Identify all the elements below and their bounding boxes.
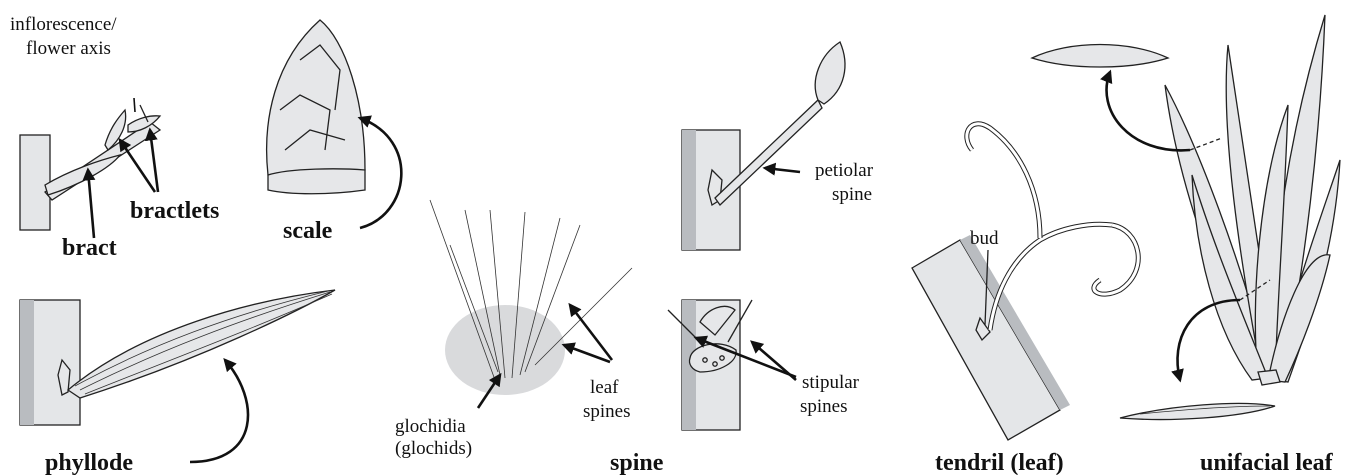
label-petiolar-line2: spine [832,184,872,205]
label-phyllode: phyllode [45,450,133,475]
label-bud: bud [970,228,999,249]
label-stipular-line1: stipular [802,372,860,393]
label-bractlets: bractlets [130,198,219,224]
scale-arrow [360,118,401,228]
unifacial-leaf-illustration [1032,15,1340,420]
label-tendril: tendril (leaf) [935,450,1064,475]
label-stipular-line2: spines [800,396,848,417]
label-inflorescence-line1: inflorescence/ [10,14,117,35]
label-glochidia-line1: glochidia [395,416,466,437]
petiolar-arrow [765,168,800,172]
label-bract: bract [62,235,117,261]
spine-illustration [430,200,632,395]
phyllode-illustration [20,290,335,425]
label-spine: spine [610,450,664,475]
label-unifacial-leaf: unifacial leaf [1200,450,1334,475]
label-leaf-spines-line1: leaf [590,377,619,398]
tendril-illustration [912,124,1138,440]
label-petiolar-line1: petiolar [815,160,874,181]
label-scale: scale [283,218,333,244]
stipular-spines-illustration [668,300,752,430]
scale-illustration [267,20,365,194]
label-leaf-spines-line2: spines [583,401,631,422]
label-inflorescence-line2: flower axis [26,38,111,59]
phyllode-arrow [190,360,248,462]
petiolar-spine-illustration [682,42,845,250]
label-glochidia-line2: (glochids) [395,438,472,459]
